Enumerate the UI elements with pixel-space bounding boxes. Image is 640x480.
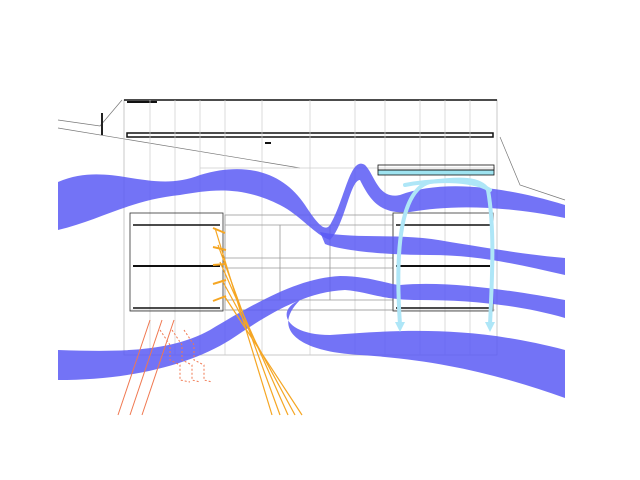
airflow-band-lower-rising (58, 276, 565, 380)
arrowhead-left-icon (395, 322, 405, 332)
cooling-panel (377, 169, 495, 176)
left-floor-block (129, 212, 224, 312)
airflow-band-upper (58, 163, 565, 240)
heat-rays (117, 319, 213, 416)
airflow-bands (58, 163, 565, 398)
solar-rays (212, 227, 303, 416)
terrain-lines (57, 99, 566, 201)
airflow-band-middle (320, 232, 565, 275)
arrowhead-right-icon (485, 322, 495, 332)
building-structure (123, 99, 498, 356)
airflow-band-bottom-loop (286, 300, 565, 398)
cool-air-arrows (395, 177, 495, 332)
